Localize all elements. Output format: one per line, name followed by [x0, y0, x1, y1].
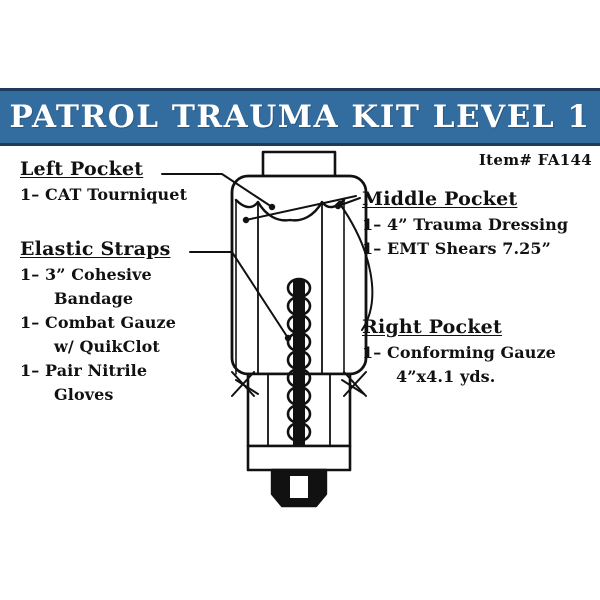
elastic-straps-heading: Elastic Straps [20, 238, 171, 260]
pocket-scallop-curves [234, 198, 346, 222]
elastic-strap-hooks [231, 371, 259, 397]
left-pocket-heading: Left Pocket [20, 158, 144, 180]
right-pocket-item-0: 1– Conforming Gauze [362, 343, 556, 362]
label-block-right-pocket: Right Pocket 1– Conforming Gauze 4”x4.1 … [362, 316, 556, 386]
elastic-straps-item-4: 1– Pair Nitrile [20, 361, 148, 380]
label-block-left-pocket: Left Pocket 1– CAT Tourniquet [20, 158, 187, 204]
label-block-elastic-straps: Elastic Straps 1– 3” Cohesive Bandage 1–… [20, 238, 176, 404]
leader-middle-pocket [245, 195, 357, 221]
leader-dot-middle-pocket-b [334, 202, 342, 210]
leader-dot-middle-pocket [242, 216, 250, 224]
left-pocket-item-0: 1– CAT Tourniquet [20, 185, 188, 204]
kit-top-tab [261, 150, 337, 180]
elastic-straps-item-0: 1– 3” Cohesive [20, 265, 152, 284]
kit-bottom-strip [246, 444, 352, 472]
leader-dot-left-pocket [268, 203, 276, 211]
leader-elastic-straps [189, 251, 289, 339]
molle-base-slot [290, 476, 308, 498]
kit-lower-body [246, 372, 352, 448]
header-banner: PATROL TRAUMA KIT LEVEL 1 [0, 88, 600, 146]
right-pocket-heading: Right Pocket [362, 316, 502, 338]
molle-base-tab [270, 468, 328, 508]
elastic-straps-item-1: Bandage [54, 289, 134, 308]
elastic-straps-item-5: Gloves [54, 385, 114, 404]
item-number: Item# FA144 [478, 151, 592, 169]
leader-dot-elastic-straps [284, 334, 292, 342]
page-title: PATROL TRAUMA KIT LEVEL 1 [9, 99, 591, 135]
elastic-straps-item-3: w/ QuikClot [54, 337, 160, 356]
right-pocket-item-1: 4”x4.1 yds. [396, 367, 496, 386]
elastic-straps-item-2: 1– Combat Gauze [20, 313, 176, 332]
elastic-strap-column [293, 280, 305, 446]
label-block-middle-pocket: Middle Pocket 1– 4” Trauma Dressing 1– E… [362, 188, 568, 258]
middle-pocket-item-0: 1– 4” Trauma Dressing [362, 215, 569, 234]
elastic-strap-loops [286, 277, 312, 443]
middle-pocket-item-1: 1– EMT Shears 7.25” [362, 239, 551, 258]
leader-dot-right-pocket [336, 200, 344, 208]
leader-middle-pocket-b [337, 197, 361, 207]
kit-upper-body [230, 174, 368, 376]
middle-pocket-heading: Middle Pocket [362, 188, 518, 210]
